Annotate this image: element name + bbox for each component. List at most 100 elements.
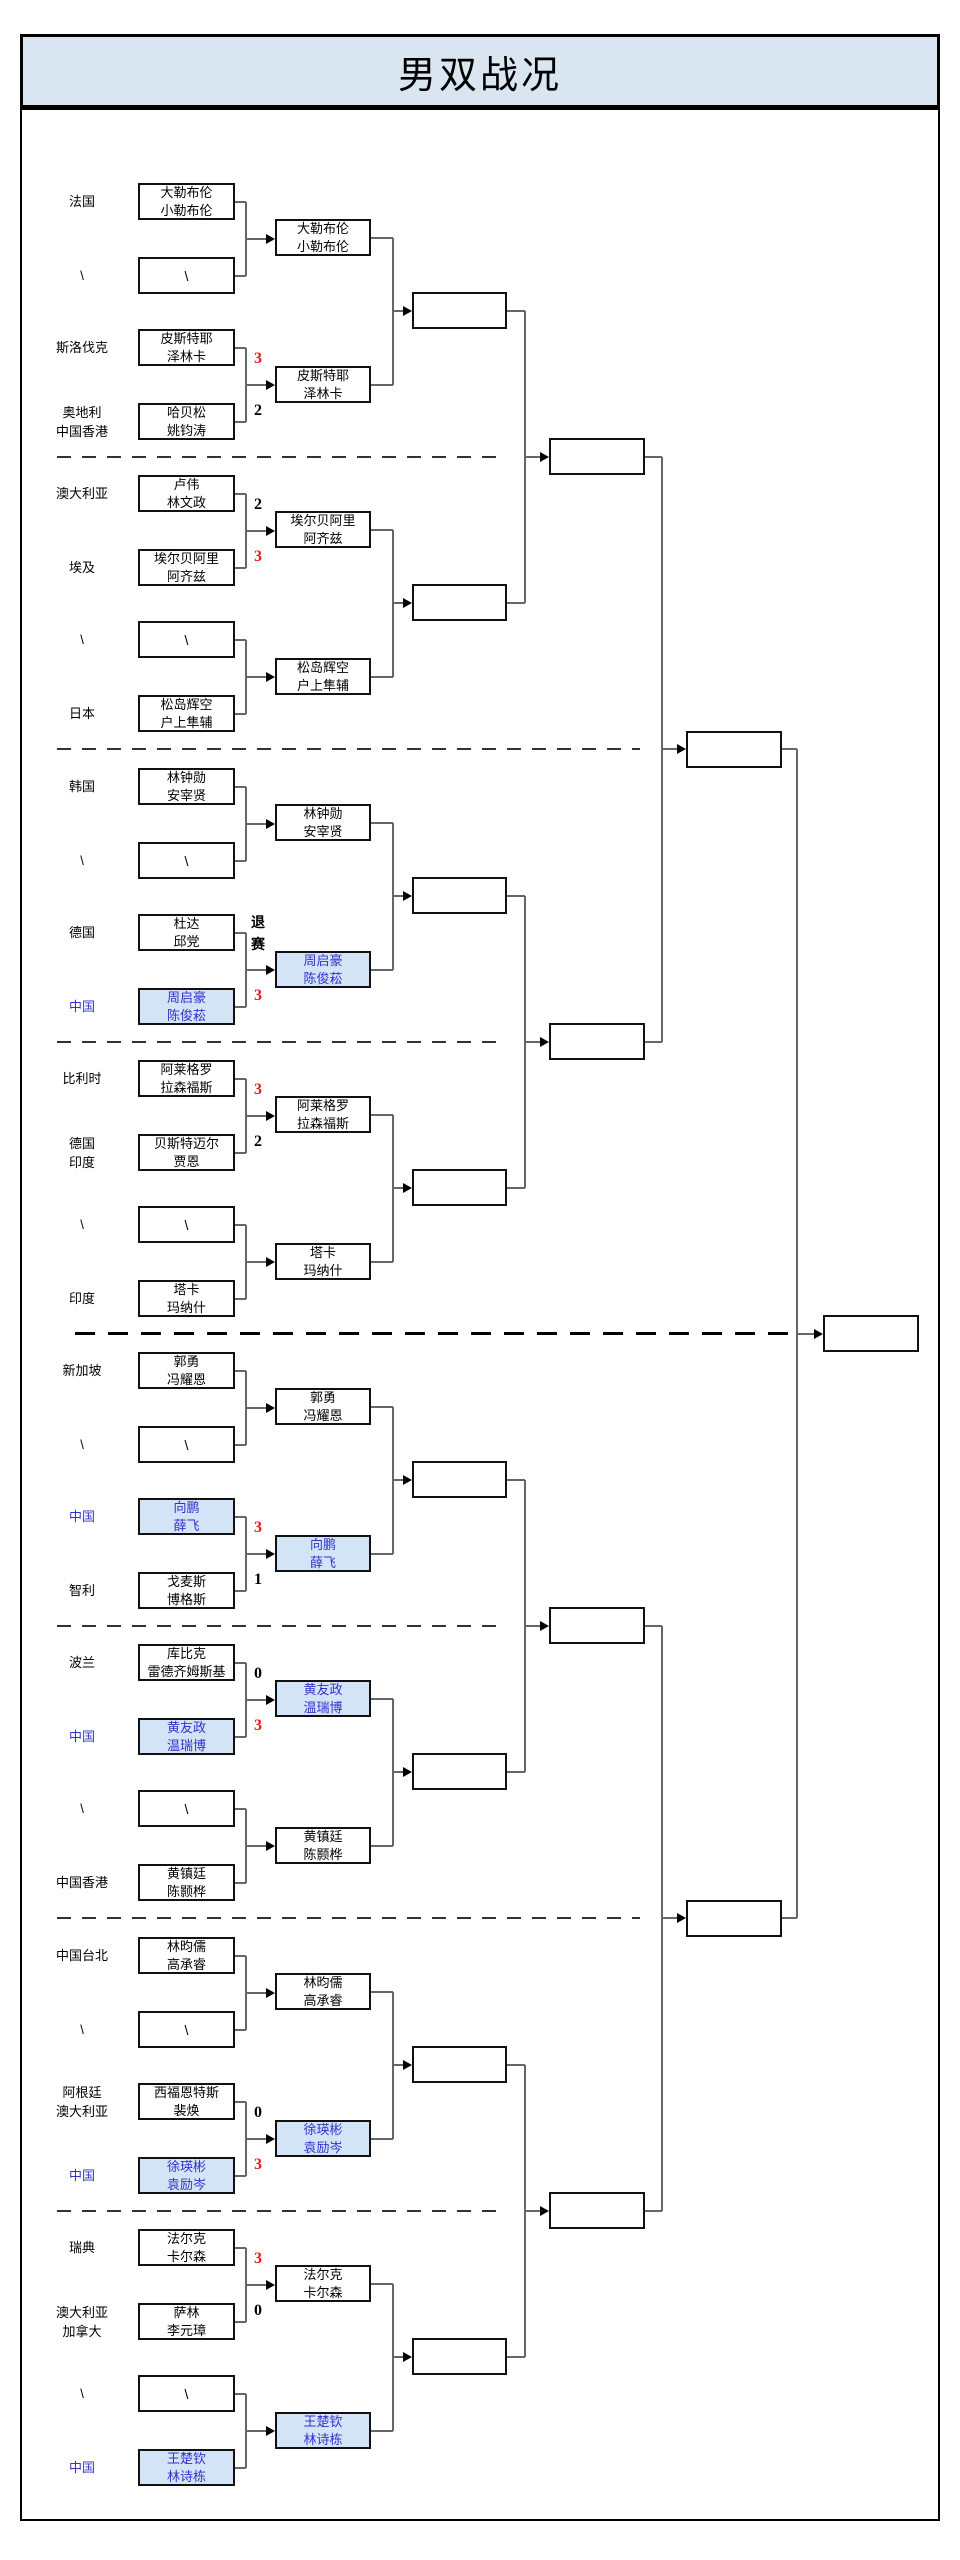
connector-line: [235, 2320, 246, 2323]
team-box: 塔卡玛纳什: [138, 1280, 235, 1317]
team-name: 林昀儒: [303, 1974, 343, 1990]
team-box: 林钟勋安宰贤: [138, 768, 235, 805]
team-box: 周启豪陈俊菘: [138, 988, 235, 1025]
connector-line: [246, 2283, 266, 2286]
country-label: 中国: [26, 988, 138, 1025]
connector-line: [393, 1186, 403, 1189]
connector-line: [393, 1478, 403, 1481]
connector-line: [246, 1991, 266, 1994]
bye-box: \: [138, 2375, 235, 2412]
connector-line: [507, 2063, 525, 2066]
winner-box: 郭勇冯耀恩: [275, 1388, 371, 1425]
team-box: 徐瑛彬袁励岑: [138, 2157, 235, 2194]
arrow-icon: [677, 744, 686, 754]
score-label: 0: [254, 2302, 262, 2320]
country-label: 新加坡: [26, 1352, 138, 1389]
team-name: 库比克: [166, 1645, 206, 1661]
score-label: 0: [254, 1665, 262, 1683]
team-name: 林钟勋: [303, 805, 343, 821]
connector-line: [393, 2355, 403, 2358]
bye-mark: \: [184, 267, 189, 284]
connector-line: [507, 601, 525, 604]
team-name: 林文政: [166, 494, 206, 510]
team-name: 阿齐兹: [166, 568, 206, 584]
score-label: 3: [254, 1717, 262, 1735]
connector-line: [393, 601, 403, 604]
connector-line: [507, 309, 525, 312]
team-name: 皮斯特耶: [296, 367, 349, 383]
connector-line: [371, 968, 393, 971]
team-name: 周启豪: [303, 952, 343, 968]
team-box: 黄友政温瑞博: [138, 1718, 235, 1755]
team-name: 拉森福斯: [296, 1115, 349, 1131]
round16-box: [412, 584, 507, 621]
arrow-icon: [266, 1110, 275, 1121]
connector-line: [662, 1917, 677, 1919]
country-label-text: 德国: [68, 1135, 95, 1151]
country-label: 奥地利中国香港: [26, 403, 138, 440]
connector-line: [246, 2429, 266, 2432]
connector-line: [235, 931, 246, 934]
team-name: 阿莱格罗: [296, 1097, 349, 1113]
connector-line: [507, 1186, 525, 1189]
team-name: 冯耀恩: [303, 1407, 343, 1423]
round16-box: [412, 1753, 507, 1790]
connector-line: [525, 2209, 540, 2212]
team-box: 西福恩特斯裴焕: [138, 2083, 235, 2120]
country-label: 中国: [26, 2157, 138, 2194]
team-box: 向鹏薛飞: [138, 1498, 235, 1535]
team-name: 安宰贤: [303, 823, 343, 839]
team-name: 皮斯特耶: [160, 330, 213, 346]
team-name: 卢伟: [173, 476, 200, 492]
team-name: 博格斯: [166, 1591, 206, 1607]
team-name: 袁励岑: [166, 2176, 206, 2192]
country-label-text: 加拿大: [62, 2323, 102, 2339]
connector-line: [371, 2282, 393, 2285]
team-name: 姚钧涛: [166, 422, 206, 438]
country-label: \: [26, 1426, 138, 1463]
team-name: 埃尔贝阿里: [290, 512, 356, 528]
team-name: 黄友政: [166, 1719, 206, 1735]
semifinal-box: [686, 730, 782, 768]
team-name: 玛纳什: [166, 1299, 206, 1315]
score-text: 3: [254, 1717, 262, 1734]
country-label-text: 中国香港: [55, 1875, 108, 1890]
team-name: 卡尔森: [166, 2248, 206, 2264]
connector-line: [246, 1844, 266, 1847]
section-divider: [75, 1332, 795, 1335]
arrow-icon: [266, 818, 275, 829]
arrow-icon: [266, 1402, 275, 1413]
country-label: 韩国: [26, 768, 138, 805]
country-label-text: 中国: [68, 1509, 95, 1524]
connector-line: [371, 1552, 393, 1555]
connector-line: [235, 712, 246, 715]
connector-line: [235, 1589, 246, 1592]
country-label-text: 瑞典: [68, 2240, 95, 2255]
country-label-text: 法国: [68, 194, 95, 209]
country-label: \: [26, 257, 138, 294]
score-label: 3: [254, 987, 262, 1005]
connector-line: [246, 1260, 266, 1263]
connector-line: [507, 1478, 525, 1481]
score-label: 0: [254, 2104, 262, 2122]
country-label-text: 日本: [68, 706, 95, 721]
team-name: 萨林: [173, 2304, 200, 2320]
round16-box: [412, 1461, 507, 1498]
team-name: 林诗栋: [166, 2468, 206, 2484]
team-name: 大勒布伦: [160, 184, 213, 200]
connector-line: [371, 383, 393, 386]
country-label-text: 中国: [68, 2168, 95, 2183]
connector-line: [235, 1077, 246, 1080]
bye-box: \: [138, 2011, 235, 2048]
score-text: 3: [254, 548, 262, 565]
connector-line: [235, 1515, 246, 1518]
connector-line: [393, 309, 403, 312]
country-label-text: 印度: [68, 1154, 95, 1170]
team-name: 户上隼辅: [160, 714, 213, 730]
winner-box: 黄镇廷陈颢桦: [275, 1827, 371, 1864]
team-name: 高承睿: [303, 1992, 343, 2008]
connector-line: [235, 2028, 246, 2031]
connector-line: [525, 455, 540, 458]
section-divider: [57, 1917, 640, 1919]
team-name: 高承睿: [166, 1956, 206, 1972]
